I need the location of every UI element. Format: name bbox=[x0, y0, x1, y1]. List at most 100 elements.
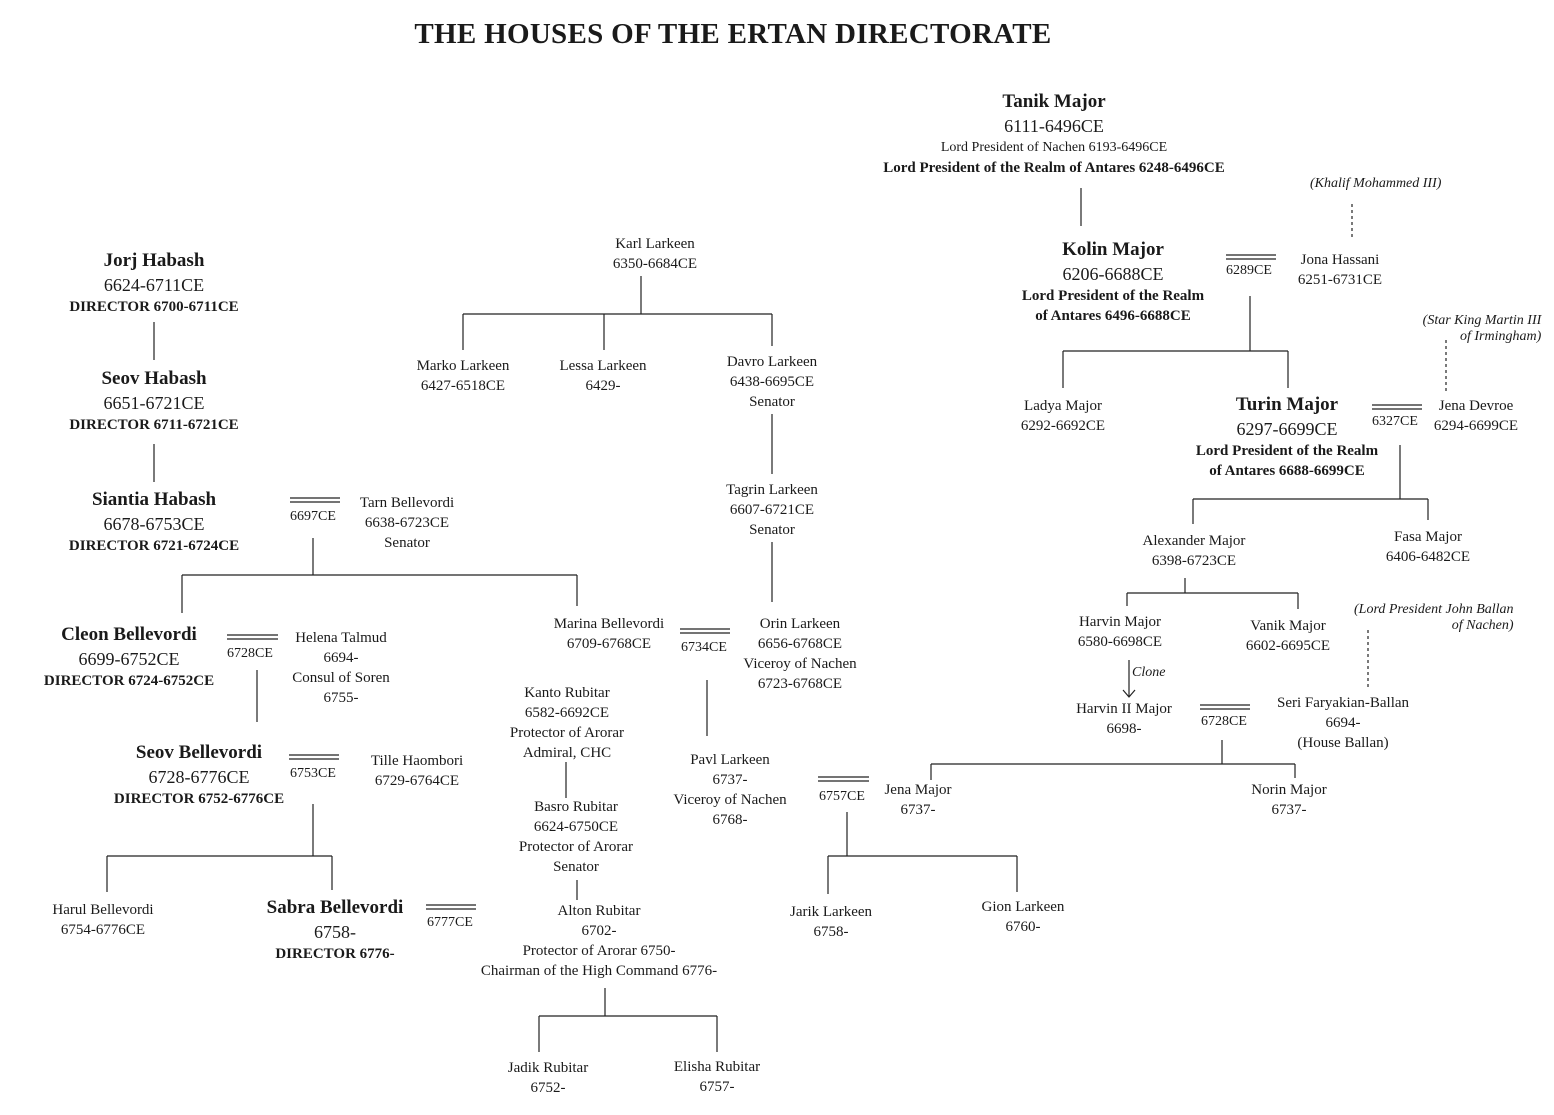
person-dates: 6737- bbox=[1271, 802, 1307, 818]
person-dates: 6758- bbox=[313, 922, 356, 942]
person-name: Kolin Major bbox=[1062, 239, 1164, 260]
person-name: Jona Hassani bbox=[1300, 252, 1380, 268]
note-ballan: (Lord President John Ballan of Nachen) bbox=[1354, 602, 1514, 634]
person-harvin-major: Harvin Major 6580-6698CE bbox=[1078, 612, 1162, 652]
person-seri-faryakian-ballan: Seri Faryakian-Ballan 6694- (House Balla… bbox=[1277, 693, 1409, 753]
person-jena-devroe: Jena Devroe 6294-6699CE bbox=[1434, 396, 1518, 436]
person-harvin-ii-major: Harvin II Major 6698- bbox=[1076, 699, 1172, 739]
person-jorj-habash: Jorj Habash 6624-6711CE DIRECTOR 6700-67… bbox=[69, 249, 238, 317]
person-name: Jarik Larkeen bbox=[789, 904, 873, 920]
person-davro-larkeen: Davro Larkeen 6438-6695CE Senator bbox=[727, 352, 817, 412]
person-helena-talmud: Helena Talmud 6694- Consul of Soren 6755… bbox=[292, 628, 390, 708]
person-name: Karl Larkeen bbox=[615, 236, 695, 252]
person-dates: 6297-6699CE bbox=[1236, 419, 1338, 439]
person-kanto-rubitar: Kanto Rubitar 6582-6692CE Protector of A… bbox=[510, 683, 624, 763]
person-dates: 6678-6753CE bbox=[103, 514, 205, 534]
person-dates: 6607-6721CE bbox=[729, 502, 815, 518]
person-dates: 6754-6776CE bbox=[60, 922, 146, 938]
person-siantia-habash: Siantia Habash 6678-6753CE DIRECTOR 6721… bbox=[69, 488, 239, 556]
person-name: Kanto Rubitar bbox=[524, 685, 610, 701]
person-dates: 6694- bbox=[1325, 715, 1361, 731]
person-title: Lord President of the Realm of Antares 6… bbox=[883, 160, 1225, 176]
marriage-sabra-alton: 6777CE bbox=[427, 915, 473, 930]
person-title: DIRECTOR 6721-6724CE bbox=[68, 538, 240, 554]
person-name: Basro Rubitar bbox=[534, 799, 618, 815]
person-dates: 6294-6699CE bbox=[1433, 418, 1519, 434]
person-name: Lessa Larkeen bbox=[559, 358, 647, 374]
person-tille-haombori: Tille Haombori 6729-6764CE bbox=[371, 751, 463, 791]
person-dates: 6292-6692CE bbox=[1020, 418, 1106, 434]
note-khalif: (Khalif Mohammed III) bbox=[1310, 176, 1442, 191]
person-jadik-rubitar: Jadik Rubitar 6752- bbox=[508, 1058, 588, 1098]
note-line: (Star King Martin III bbox=[1422, 313, 1542, 328]
person-dates: 6729-6764CE bbox=[374, 773, 460, 789]
person-name: Vanik Major bbox=[1250, 618, 1326, 634]
person-dates: 6651-6721CE bbox=[103, 393, 205, 413]
person-name: Tarn Bellevordi bbox=[359, 495, 455, 511]
person-elisha-rubitar: Elisha Rubitar 6757- bbox=[674, 1057, 760, 1097]
person-title: DIRECTOR 6776- bbox=[275, 946, 395, 962]
person-title: 6755- bbox=[323, 690, 359, 706]
person-title: Senator bbox=[749, 394, 795, 410]
person-title: Lord President of the Realm bbox=[1021, 288, 1205, 304]
note-line: of Irmingham) bbox=[1460, 329, 1542, 344]
person-name: Cleon Bellevordi bbox=[61, 624, 197, 645]
person-title: DIRECTOR 6724-6752CE bbox=[43, 673, 215, 689]
person-lessa-larkeen: Lessa Larkeen 6429- bbox=[559, 356, 646, 396]
person-dates: 6737- bbox=[900, 802, 936, 818]
marriage-marina-orin: 6734CE bbox=[681, 640, 727, 655]
person-jona-hassani: Jona Hassani 6251-6731CE bbox=[1298, 250, 1382, 290]
person-norin-major: Norin Major 6737- bbox=[1251, 780, 1326, 820]
person-title: Lord President of the Realm bbox=[1195, 443, 1379, 459]
person-title: Admiral, CHC bbox=[522, 745, 612, 761]
person-name: Harul Bellevordi bbox=[52, 902, 154, 918]
person-name: Gion Larkeen bbox=[981, 899, 1065, 915]
person-harul-bellevordi: Harul Bellevordi 6754-6776CE bbox=[52, 900, 153, 940]
person-fasa-major: Fasa Major 6406-6482CE bbox=[1386, 527, 1470, 567]
person-name: Siantia Habash bbox=[91, 489, 217, 510]
person-seov-bellevordi: Seov Bellevordi 6728-6776CE DIRECTOR 675… bbox=[114, 741, 284, 809]
person-jarik-larkeen: Jarik Larkeen 6758- bbox=[790, 902, 872, 942]
person-name: Fasa Major bbox=[1394, 529, 1462, 545]
person-name: Norin Major bbox=[1251, 782, 1327, 798]
person-dates: 6438-6695CE bbox=[729, 374, 815, 390]
person-title: Senator bbox=[749, 522, 795, 538]
person-dates: 6757- bbox=[699, 1079, 735, 1095]
person-name: Jorj Habash bbox=[103, 250, 205, 271]
person-marina-bellevordi: Marina Bellevordi 6709-6768CE bbox=[554, 614, 664, 654]
person-alton-rubitar: Alton Rubitar 6702- Protector of Arorar … bbox=[481, 901, 717, 981]
person-name: Ladya Major bbox=[1024, 398, 1102, 414]
person-name: Tanik Major bbox=[1002, 91, 1106, 112]
person-title: (House Ballan) bbox=[1297, 735, 1389, 751]
person-dates: 6624-6750CE bbox=[533, 819, 619, 835]
person-title: 6723-6768CE bbox=[757, 676, 843, 692]
person-name: Sabra Bellevordi bbox=[266, 897, 404, 918]
person-name: Harvin II Major bbox=[1076, 701, 1172, 717]
person-dates: 6580-6698CE bbox=[1077, 634, 1163, 650]
person-dates: 6728-6776CE bbox=[148, 767, 250, 787]
marriage-pavl-jena: 6757CE bbox=[819, 789, 865, 804]
person-name: Elisha Rubitar bbox=[673, 1059, 761, 1075]
person-seov-habash: Seov Habash 6651-6721CE DIRECTOR 6711-67… bbox=[69, 367, 238, 435]
person-sabra-bellevordi: Sabra Bellevordi 6758- DIRECTOR 6776- bbox=[267, 896, 404, 964]
person-name: Seri Faryakian-Ballan bbox=[1276, 695, 1410, 711]
person-name: Jadik Rubitar bbox=[507, 1060, 589, 1076]
person-title: Senator bbox=[384, 535, 430, 551]
person-title: Viceroy of Nachen bbox=[673, 792, 787, 808]
person-name: Pavl Larkeen bbox=[690, 752, 770, 768]
marriage-cleon-helena: 6728CE bbox=[227, 646, 273, 661]
person-title: of Antares 6688-6699CE bbox=[1209, 463, 1365, 479]
person-title: Chairman of the High Command 6776- bbox=[480, 963, 718, 979]
person-dates: 6398-6723CE bbox=[1151, 553, 1237, 569]
person-jena-major: Jena Major 6737- bbox=[884, 780, 951, 820]
person-dates: 6758- bbox=[813, 924, 849, 940]
person-name: Davro Larkeen bbox=[726, 354, 818, 370]
marriage-siantia-tarn: 6697CE bbox=[290, 509, 336, 524]
person-name: Seov Bellevordi bbox=[135, 742, 263, 763]
person-turin-major: Turin Major 6297-6699CE Lord President o… bbox=[1196, 393, 1378, 481]
person-dates: 6737- bbox=[712, 772, 748, 788]
person-name: Jena Devroe bbox=[1438, 398, 1514, 414]
person-title: Protector of Arorar bbox=[509, 725, 625, 741]
person-dates: 6111-6496CE bbox=[1004, 116, 1104, 136]
